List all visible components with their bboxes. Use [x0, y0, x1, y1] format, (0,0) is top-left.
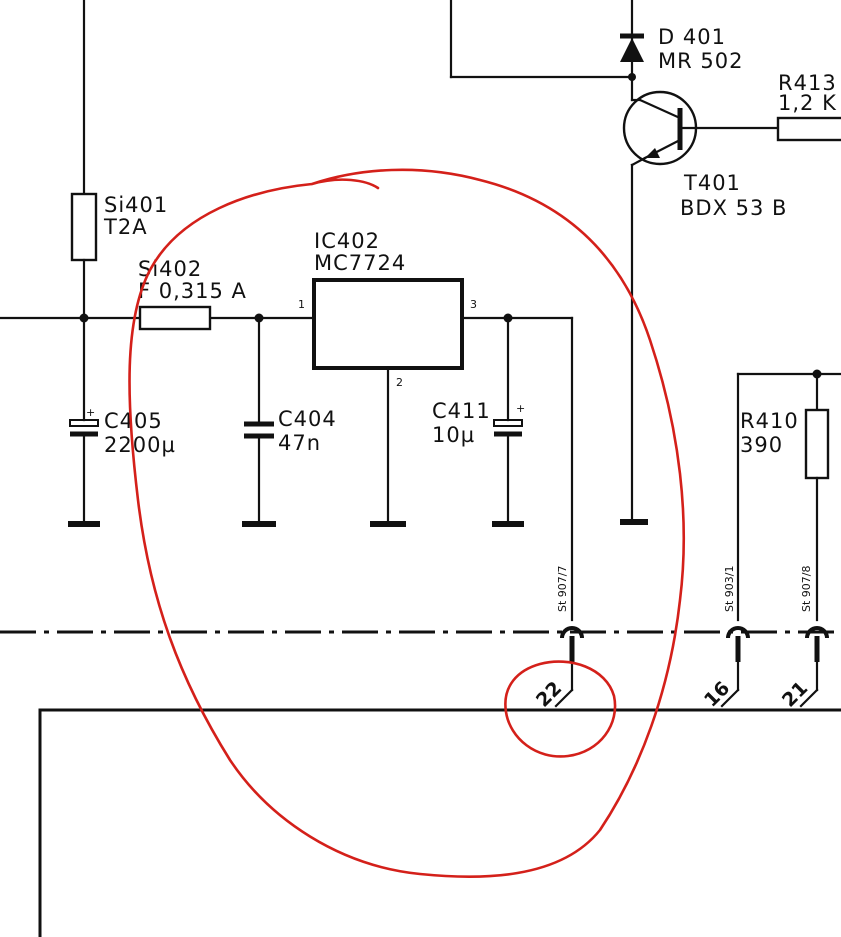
connector-st907-8-pin: 21	[778, 677, 812, 711]
capacitor-c404	[242, 316, 276, 527]
ic402-pin-in: 1	[298, 298, 305, 311]
r413-value: 1,2 K	[778, 91, 837, 115]
diode-d401	[620, 33, 644, 81]
d401-ref: D 401	[658, 25, 726, 49]
connector-st903-1-ref: St 903/1	[723, 566, 736, 613]
resistor-r413	[776, 116, 841, 142]
red-annotation-circle-large	[128, 168, 686, 878]
regulator-ic402	[312, 278, 464, 527]
c411-value: 10µ	[432, 423, 475, 447]
c404-ref: C404	[278, 407, 337, 431]
si401-ref: Si401	[104, 193, 168, 217]
ic402-value: MC7724	[314, 251, 406, 275]
connector-st907-7-pin: 22	[532, 677, 566, 711]
connector-st907-8-ref: St 907/8	[800, 566, 813, 613]
svg-text:+: +	[516, 402, 525, 415]
c411-ref: C411	[432, 399, 491, 423]
t401-ref: T401	[683, 171, 741, 195]
si401-value: T2A	[103, 215, 148, 239]
red-annotation-circle-small	[504, 660, 617, 758]
fuse-si402	[138, 305, 212, 331]
capacitor-c405: +	[68, 316, 100, 527]
connector-st903-1-pin: 16	[700, 677, 734, 711]
connector-st907-8	[799, 626, 829, 708]
ic402-pin-out: 3	[470, 298, 477, 311]
connector-st907-7-ref: St 907/7	[556, 566, 569, 613]
main-rail	[0, 313, 574, 323]
connector-st907-7	[554, 626, 584, 708]
fuse-si401	[70, 0, 98, 320]
ic402-ref: IC402	[314, 229, 380, 253]
r410-value: 390	[740, 433, 783, 457]
lower-board-outline	[38, 708, 841, 937]
connector-st903-1	[720, 626, 750, 708]
transistor-t401	[620, 90, 780, 525]
t401-value: BDX 53 B	[680, 196, 787, 220]
r410-ref: R410	[740, 409, 799, 433]
c405-value: 2200µ	[104, 433, 176, 457]
capacitor-c411: +	[492, 316, 525, 527]
r413-ref: R413	[778, 71, 837, 95]
c405-ref: C405	[104, 409, 163, 433]
d401-value: MR 502	[658, 49, 743, 73]
vertical-wire-top	[449, 0, 634, 102]
c404-value: 47n	[278, 431, 321, 455]
resistor-r410	[736, 369, 841, 622]
si402-ref: Si402	[138, 257, 202, 281]
ic402-pin-gnd: 2	[396, 376, 403, 389]
si402-value: F 0,315 A	[138, 279, 247, 303]
svg-text:+: +	[86, 406, 95, 419]
